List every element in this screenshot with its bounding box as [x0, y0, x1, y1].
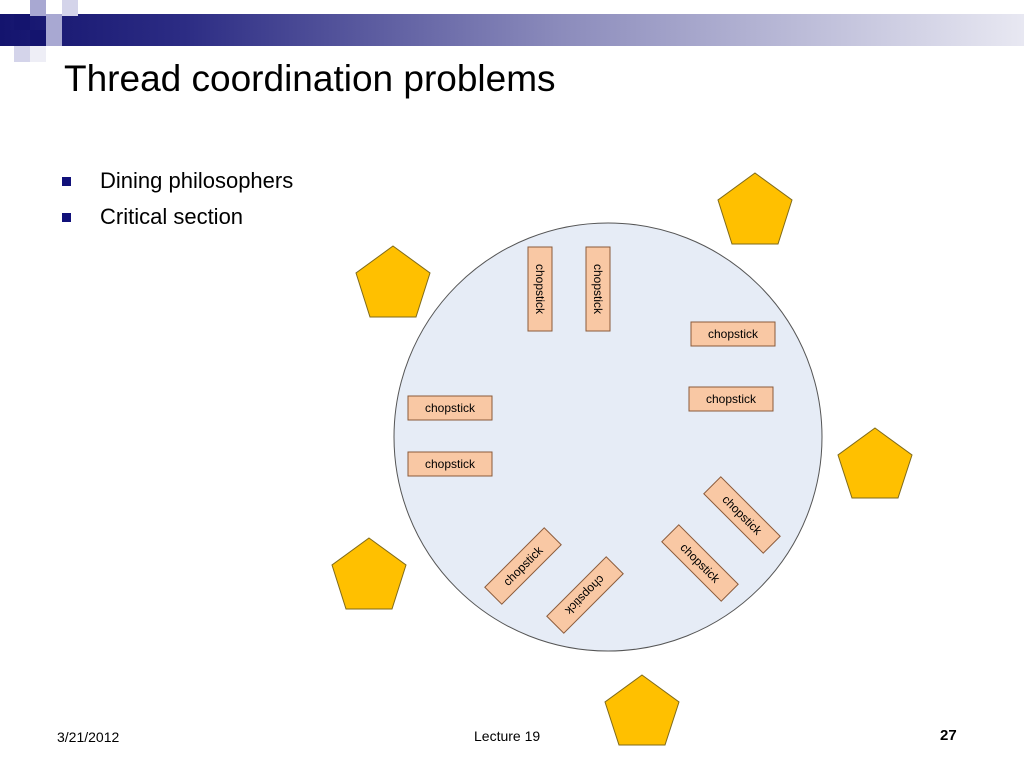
philosopher-pentagon — [837, 427, 913, 499]
logo-square — [30, 46, 46, 62]
logo-square — [14, 46, 30, 62]
chopstick: chopstick — [690, 321, 776, 347]
chopstick-label: chopstick — [425, 457, 476, 471]
chopstick-label: chopstick — [591, 264, 605, 315]
bullet-text: Dining philosophers — [100, 168, 294, 193]
philosopher-pentagon — [717, 172, 793, 245]
chopstick-label: chopstick — [425, 401, 476, 415]
logo-square — [46, 14, 62, 30]
bullet-list: Dining philosophers Critical section — [62, 166, 293, 238]
square-bullet-icon — [62, 213, 71, 222]
square-bullet-icon — [62, 177, 71, 186]
chopstick: chopstick — [546, 556, 624, 634]
logo-square — [62, 0, 78, 16]
chopstick: chopstick — [585, 246, 611, 332]
logo-square — [30, 0, 46, 16]
bullet-text: Critical section — [100, 204, 244, 229]
chopstick-label: chopstick — [533, 264, 547, 315]
philosopher-pentagon — [331, 537, 407, 610]
chopstick: chopstick — [688, 386, 774, 412]
slide-number: 27 — [940, 727, 957, 744]
chopstick-label: chopstick — [706, 392, 757, 406]
header-gradient-bar — [0, 14, 1024, 46]
footer-lecture: Lecture 19 — [474, 728, 541, 744]
chopstick: chopstick — [527, 246, 553, 332]
philosopher-pentagon — [355, 245, 431, 318]
chopstick: chopstick — [407, 451, 493, 477]
logo-square — [30, 30, 46, 46]
logo-square — [14, 14, 30, 30]
bullet-item: Critical section — [62, 202, 293, 238]
chopstick-label: chopstick — [708, 327, 759, 341]
logo-square — [46, 30, 62, 46]
chopstick: chopstick — [407, 395, 493, 421]
slide-title: Thread coordination problems — [64, 58, 556, 99]
philosopher-pentagon — [604, 674, 680, 746]
footer-date: 3/21/2012 — [57, 729, 120, 745]
bullet-item: Dining philosophers — [62, 166, 293, 202]
